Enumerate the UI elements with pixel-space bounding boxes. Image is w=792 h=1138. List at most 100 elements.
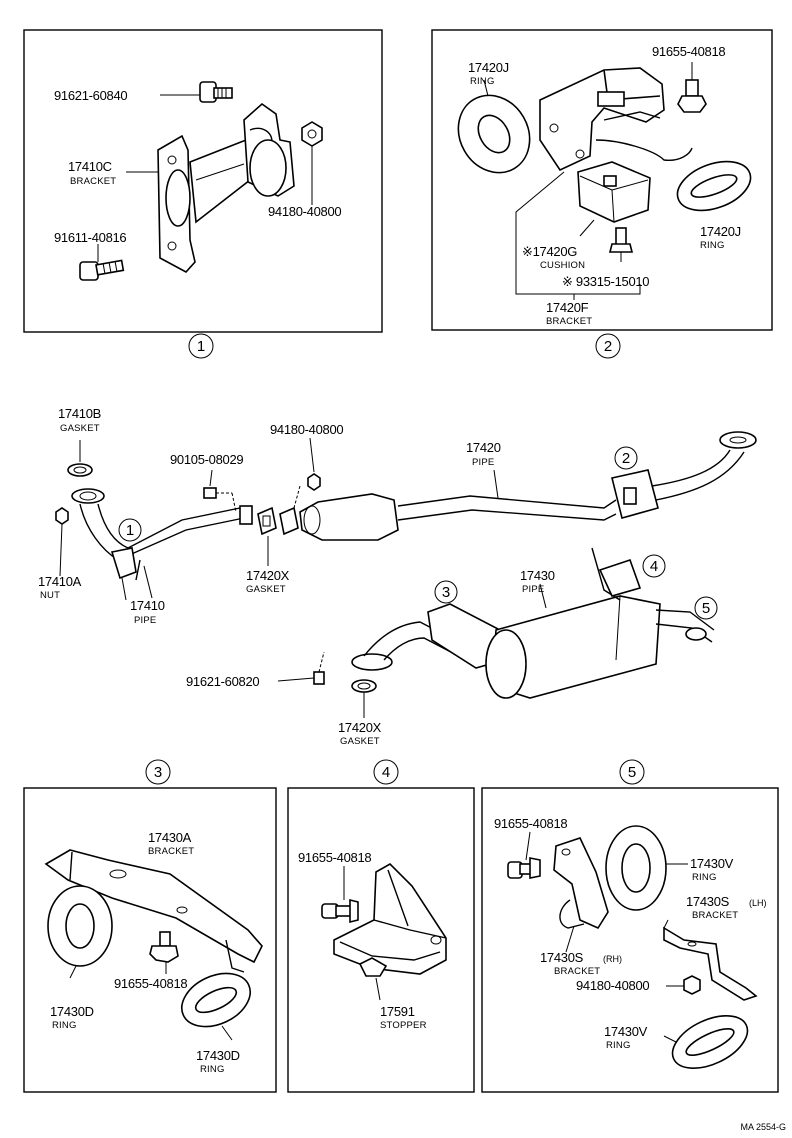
label-part-91655-40818-p4: 91655-40818 bbox=[298, 850, 371, 865]
label-name-bracket-p2: BRACKET bbox=[546, 316, 592, 327]
label-name-gasket-rear: GASKET bbox=[340, 736, 380, 747]
gasket-17420X-front-drawing bbox=[257, 506, 299, 536]
bracket-17430S-lh-drawing bbox=[663, 919, 758, 1001]
label-part-94180-40800: 94180-40800 bbox=[268, 204, 341, 219]
callout-1-inline-number: 1 bbox=[126, 522, 134, 539]
label-part-17430D-left: 17430D bbox=[50, 1004, 94, 1019]
label-name-bracket-rh: BRACKET bbox=[554, 966, 600, 977]
pipe-17430-drawing bbox=[351, 547, 715, 699]
panel-5-frame bbox=[481, 787, 779, 1093]
callout-1-inline: 1 bbox=[118, 518, 142, 542]
panel-2-frame bbox=[431, 29, 773, 331]
gasket-17420X-rear-drawing bbox=[351, 679, 377, 693]
callout-5-number: 5 bbox=[628, 764, 636, 781]
bolt-91655-40818-drawing bbox=[677, 62, 707, 113]
label-name-pipe-center: PIPE bbox=[472, 457, 494, 468]
callout-5-circle: 5 bbox=[619, 759, 645, 785]
pipe-17420-drawing bbox=[299, 431, 757, 541]
bracket-17430S-rh-drawing bbox=[553, 837, 609, 930]
callout-2-inline-number: 2 bbox=[622, 450, 630, 467]
callout-4-number: 4 bbox=[382, 764, 390, 781]
bolt-91655-40818-p3-drawing bbox=[149, 931, 179, 963]
ring-17430D-left-drawing bbox=[47, 885, 113, 967]
label-part-17420X-rear: 17420X bbox=[338, 720, 382, 735]
callout-5-inline: 5 bbox=[694, 596, 718, 620]
pipe-17410-drawing bbox=[71, 488, 253, 601]
label-name-ring-bottom-p3: RING bbox=[200, 1064, 225, 1075]
bolt-91655-40818-p4-drawing bbox=[321, 898, 359, 924]
label-part-91611-40816: 91611-40816 bbox=[54, 230, 126, 245]
label-part-17430D-bottom: 17430D bbox=[196, 1048, 240, 1063]
bracket-17420F-drawing bbox=[539, 67, 693, 172]
label-part-17430S-rh: 17430S bbox=[540, 950, 584, 965]
label-name-pipe-tail: PIPE bbox=[522, 584, 544, 595]
bolt-91621-60840-drawing bbox=[199, 81, 233, 103]
ring-17430V-upper-drawing bbox=[605, 825, 667, 911]
cushion-17420G-drawing bbox=[577, 161, 651, 223]
bracket-17410C-drawing bbox=[157, 102, 295, 274]
panel-1 bbox=[23, 29, 383, 333]
label-part-17420F: 17420F bbox=[546, 300, 589, 315]
panel-4 bbox=[287, 787, 475, 1093]
label-part-91655-40818-p3: 91655-40818 bbox=[114, 976, 187, 991]
callout-2-number: 2 bbox=[604, 338, 612, 355]
drawing-reference-code: MA 2554-G bbox=[740, 1122, 786, 1132]
label-part-17430: 17430 bbox=[520, 568, 555, 583]
label-part-94180-40800-p5: 94180-40800 bbox=[576, 978, 649, 993]
callout-5-inline-number: 5 bbox=[702, 600, 710, 617]
label-name-bracket-p3: BRACKET bbox=[148, 846, 194, 857]
bolt-91621-60820-drawing bbox=[313, 651, 325, 685]
panel-2 bbox=[431, 29, 773, 331]
callout-4-circle: 4 bbox=[373, 759, 399, 785]
label-part-17591: 17591 bbox=[380, 1004, 415, 1019]
label-name-stopper: STOPPER bbox=[380, 1020, 427, 1031]
label-part-17430S-lh: 17430S bbox=[686, 894, 730, 909]
bolt-91611-40816-drawing bbox=[79, 259, 125, 281]
label-name-bracket: BRACKET bbox=[70, 176, 116, 187]
label-name-ring-lower-p5: RING bbox=[606, 1040, 631, 1051]
stopper-17591-drawing bbox=[333, 863, 447, 977]
label-part-17410C: 17410C bbox=[68, 159, 112, 174]
callout-4-inline-number: 4 bbox=[650, 558, 658, 575]
label-part-17420J-right: 17420J bbox=[700, 224, 741, 239]
bracket-17430A-drawing bbox=[44, 849, 263, 973]
ring-17430V-lower-drawing bbox=[671, 1015, 749, 1069]
label-name-bracket-lh: BRACKET bbox=[692, 910, 738, 921]
panel-5 bbox=[481, 787, 779, 1093]
callout-1-number: 1 bbox=[197, 338, 205, 355]
label-name-cushion: CUSHION bbox=[540, 260, 585, 271]
label-part-91655-40818-p5: 91655-40818 bbox=[494, 816, 567, 831]
label-name-ring-right: RING bbox=[700, 240, 725, 251]
label-part-17410: 17410 bbox=[130, 598, 165, 613]
label-part-91621-60820: 91621-60820 bbox=[186, 674, 259, 689]
callout-3-circle: 3 bbox=[145, 759, 171, 785]
label-part-90105-08029: 90105-08029 bbox=[170, 452, 243, 467]
label-side-rh: (RH) bbox=[603, 954, 622, 964]
panel-3-frame bbox=[23, 787, 277, 1093]
nut-94180-40800-p5-drawing bbox=[683, 975, 701, 995]
panel-1-frame bbox=[23, 29, 383, 333]
bolt-90105-08029-drawing bbox=[203, 487, 237, 513]
gasket-17410B-drawing bbox=[67, 463, 93, 477]
label-part-91621-60840: 91621-60840 bbox=[54, 88, 127, 103]
label-part-17420G: ※17420G bbox=[522, 244, 577, 259]
label-part-17430V-upper: 17430V bbox=[690, 856, 734, 871]
main-assembly bbox=[55, 431, 757, 699]
callout-1-circle: 1 bbox=[188, 333, 214, 359]
nut-17410A-drawing bbox=[55, 507, 69, 525]
label-part-17410B: 17410B bbox=[58, 406, 101, 421]
label-name-nut: NUT bbox=[40, 590, 60, 601]
label-part-17420: 17420 bbox=[466, 440, 501, 455]
callout-4-inline: 4 bbox=[642, 554, 666, 578]
label-name-pipe-front: PIPE bbox=[134, 615, 156, 626]
label-part-17430A: 17430A bbox=[148, 830, 192, 845]
ring-17430D-bottom-drawing bbox=[181, 972, 251, 1028]
label-name-ring-upper-p5: RING bbox=[692, 872, 717, 883]
label-part-17430V-lower: 17430V bbox=[604, 1024, 648, 1039]
label-name-gasket-front: GASKET bbox=[60, 423, 100, 434]
ring-17420J-left-drawing bbox=[457, 94, 531, 174]
label-part-94180-40800-main: 94180-40800 bbox=[270, 422, 343, 437]
label-part-91655-40818-p2: 91655-40818 bbox=[652, 44, 725, 59]
